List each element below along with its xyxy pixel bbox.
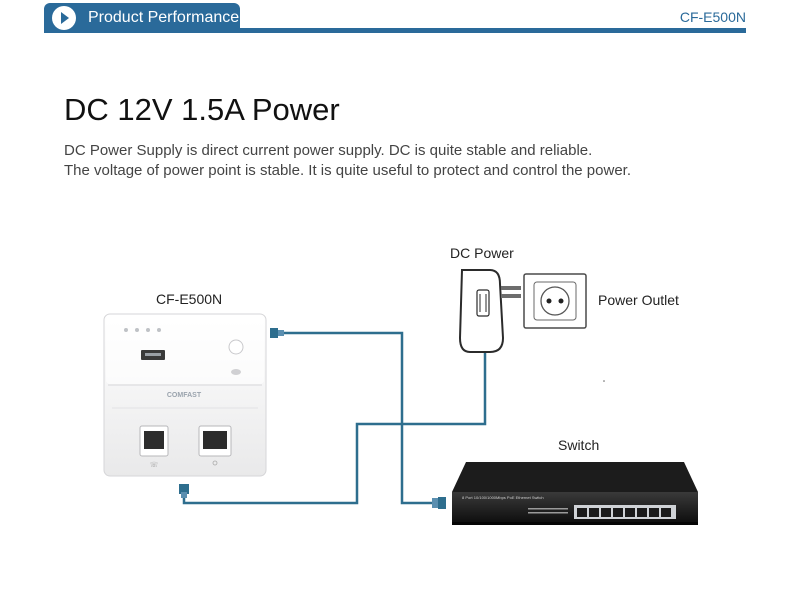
header-tab-label: Product Performance — [88, 9, 240, 26]
play-icon — [52, 6, 76, 30]
header-model-code: CF-E500N — [679, 9, 746, 25]
switch-leds — [528, 508, 568, 514]
dc-power-adapter — [458, 269, 521, 353]
switch-label: Switch — [558, 437, 600, 453]
dc-power-label: DC Power — [450, 245, 514, 261]
rj11-port — [139, 425, 169, 457]
device-brand-label: COMFAST — [167, 392, 202, 399]
description-line-1: DC Power Supply is direct current power … — [64, 142, 593, 159]
plug-device-top — [270, 328, 284, 338]
rj45-port — [198, 425, 232, 457]
wall-panel-device: COMFAST ☏ — [103, 313, 267, 477]
ethernet-cable-top — [283, 331, 436, 505]
description-line-2: The voltage of power point is stable. It… — [64, 162, 631, 179]
switch-ports — [577, 508, 671, 517]
plug-device-bottom — [179, 484, 189, 498]
plug-switch — [432, 497, 446, 509]
section-title: DC 12V 1.5A Power — [64, 92, 340, 127]
power-outlet-label: Power Outlet — [598, 292, 679, 308]
power-cable — [182, 353, 487, 505]
power-outlet — [523, 273, 587, 329]
switch-panel-label: 8 Port 10/100/1000Mbps PoE Ethernet Swit… — [462, 495, 544, 500]
network-switch: 8 Port 10/100/1000Mbps PoE Ethernet Swit… — [452, 462, 698, 525]
svg-text:☏: ☏ — [150, 461, 159, 469]
device-label: CF-E500N — [156, 291, 223, 307]
status-leds — [124, 328, 161, 332]
reset-knob — [228, 339, 244, 355]
cables — [182, 331, 487, 505]
header-bar — [44, 28, 746, 33]
